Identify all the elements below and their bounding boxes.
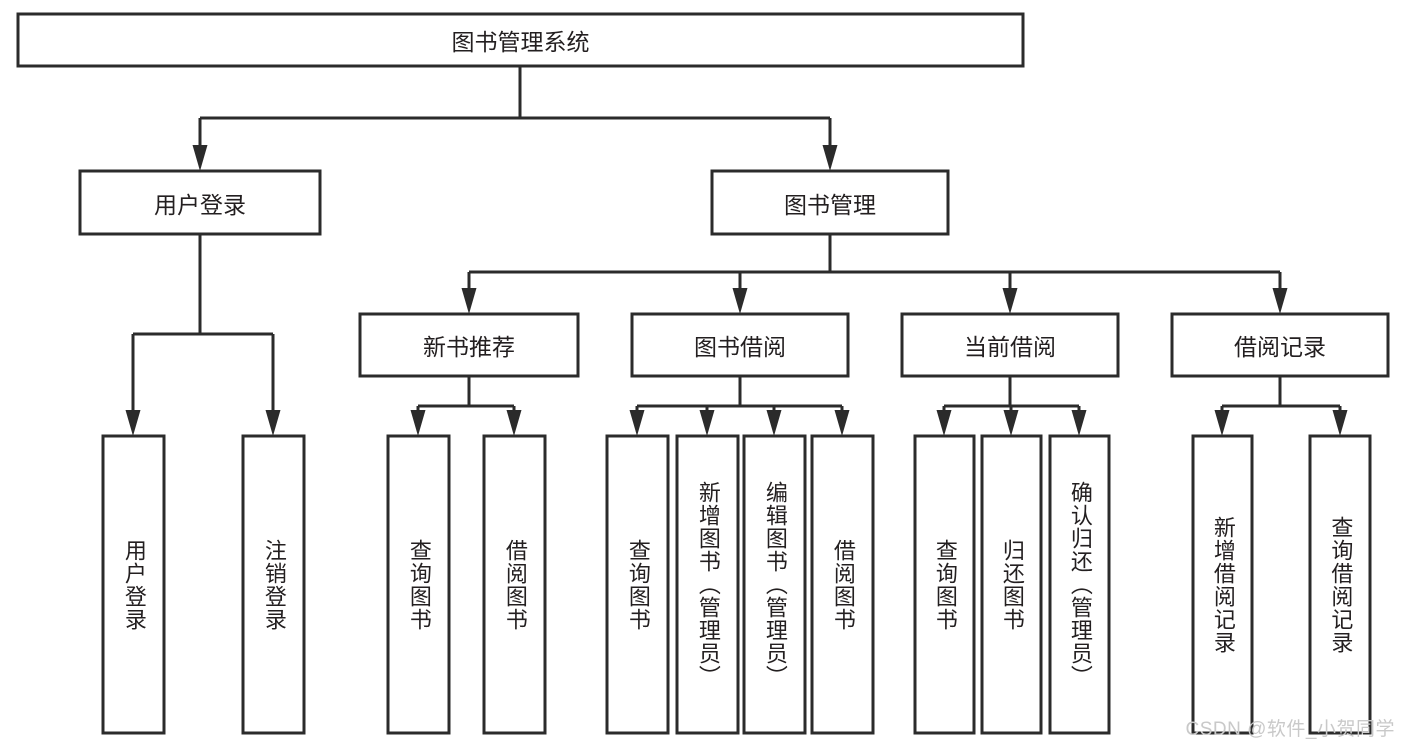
node-box-leaf-query-record[interactable] xyxy=(1308,434,1372,735)
watermark-text: CSDN @软件_小贺同学 xyxy=(1185,719,1395,740)
connector-book-manage-to-level2 xyxy=(461,234,1288,314)
connector-user-login-to-leaves xyxy=(125,234,281,436)
node-boxes-layer xyxy=(16,12,1390,735)
node-box-leaf-add-book[interactable] xyxy=(675,434,740,735)
node-box-borrow-record[interactable] xyxy=(1170,312,1390,378)
node-box-current-borrow[interactable] xyxy=(900,312,1120,378)
connector-book-borrow-to-leaves xyxy=(629,376,850,436)
connector-root-to-level1 xyxy=(192,66,838,171)
node-box-leaf-borrow-book-rec[interactable] xyxy=(482,434,547,735)
arrow-head-icon xyxy=(822,145,838,171)
node-box-root[interactable] xyxy=(16,12,1025,68)
node-box-leaf-add-record[interactable] xyxy=(1191,434,1254,735)
arrow-head-icon xyxy=(629,410,645,436)
arrow-head-icon xyxy=(506,410,522,436)
connector-current-borrow-to-leaves xyxy=(936,376,1087,436)
arrow-head-icon xyxy=(1332,410,1348,436)
node-box-leaf-logout[interactable] xyxy=(241,434,306,735)
node-box-leaf-query-book-rec[interactable] xyxy=(386,434,451,735)
arrow-head-icon xyxy=(936,410,952,436)
node-box-leaf-confirm-return[interactable] xyxy=(1048,434,1111,735)
connectors-layer xyxy=(125,66,1348,436)
connector-borrow-record-to-leaves xyxy=(1214,376,1348,436)
node-box-leaf-user-login[interactable] xyxy=(101,434,166,735)
arrow-head-icon xyxy=(125,410,141,436)
node-box-book-borrow[interactable] xyxy=(630,312,850,378)
node-box-user-login[interactable] xyxy=(78,169,322,236)
node-box-leaf-edit-book[interactable] xyxy=(742,434,807,735)
arrow-head-icon xyxy=(834,410,850,436)
arrow-head-icon xyxy=(766,410,782,436)
arrow-head-icon xyxy=(1002,288,1018,314)
arrow-head-icon xyxy=(1272,288,1288,314)
connector-new-book-rec-to-leaves xyxy=(410,376,522,436)
node-box-leaf-borrow-book[interactable] xyxy=(810,434,875,735)
node-box-leaf-return-book[interactable] xyxy=(980,434,1043,735)
node-box-new-book-rec[interactable] xyxy=(358,312,580,378)
arrow-head-icon xyxy=(192,145,208,171)
arrow-head-icon xyxy=(1214,410,1230,436)
node-box-leaf-query-book-cur[interactable] xyxy=(913,434,976,735)
arrow-head-icon xyxy=(461,288,477,314)
node-box-leaf-query-book-borrow[interactable] xyxy=(605,434,670,735)
arrow-head-icon xyxy=(1003,410,1019,436)
node-box-book-manage[interactable] xyxy=(710,169,950,236)
arrow-head-icon xyxy=(699,410,715,436)
arrow-head-icon xyxy=(265,410,281,436)
arrow-head-icon xyxy=(1071,410,1087,436)
arrow-head-icon xyxy=(410,410,426,436)
arrow-head-icon xyxy=(732,288,748,314)
